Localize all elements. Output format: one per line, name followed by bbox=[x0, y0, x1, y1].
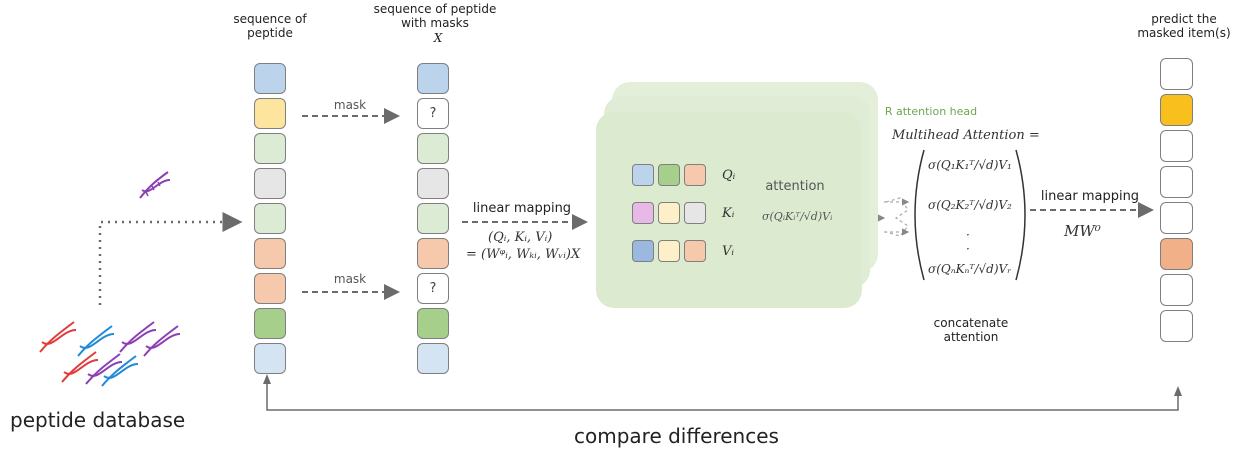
linear-mapping-label: linear mapping bbox=[472, 201, 572, 216]
k-row bbox=[632, 202, 706, 224]
left-column-title: sequence of peptide bbox=[233, 12, 307, 40]
mid-column-title: sequence of peptide with masks bbox=[373, 2, 497, 30]
sequence-token bbox=[417, 168, 449, 199]
qkv-formula-line1: (Qᵢ, Kᵢ, Vᵢ) bbox=[488, 230, 553, 245]
compare-loop bbox=[266, 382, 1179, 411]
output-token bbox=[1160, 94, 1193, 126]
dna-icon bbox=[139, 171, 171, 199]
output-token bbox=[1160, 202, 1193, 234]
q-row bbox=[632, 164, 706, 186]
sequence-token bbox=[417, 343, 449, 374]
sequence-token bbox=[417, 63, 449, 94]
output-linear-label: linear mapping bbox=[1040, 189, 1140, 204]
output-title: predict the masked item(s) bbox=[1137, 12, 1231, 40]
peptide-token bbox=[254, 133, 286, 164]
k-token bbox=[684, 202, 706, 224]
peptide-token bbox=[254, 168, 286, 199]
mask-label-bottom: mask bbox=[333, 272, 367, 286]
output-token bbox=[1160, 166, 1193, 198]
k-token bbox=[632, 202, 654, 224]
attention-formula: σ(QᵢKᵢᵀ/√d)Vᵢ bbox=[762, 210, 833, 223]
attention-head-label: R attention head bbox=[884, 105, 978, 118]
output-token bbox=[1160, 130, 1193, 162]
multihead-dots: ·· bbox=[966, 228, 970, 256]
masked-token: ? bbox=[417, 98, 449, 129]
mid-column-var: X bbox=[433, 31, 443, 45]
v-label: Vᵢ bbox=[722, 244, 735, 259]
q-token bbox=[684, 164, 706, 186]
dna-cluster-icon bbox=[39, 321, 181, 387]
peptide-token bbox=[254, 343, 286, 374]
peptide-token bbox=[254, 63, 286, 94]
prediction-column bbox=[1160, 58, 1193, 342]
v-token bbox=[658, 240, 680, 262]
peptide-token bbox=[254, 273, 286, 304]
sequence-token bbox=[417, 308, 449, 339]
output-token bbox=[1160, 58, 1193, 90]
output-token bbox=[1160, 274, 1193, 306]
multihead-row1: σ(Q₁K₁ᵀ/√d)V₁ bbox=[928, 158, 1012, 172]
database-arrow bbox=[98, 212, 243, 305]
peptide-token bbox=[254, 308, 286, 339]
sequence-token bbox=[417, 203, 449, 234]
k-label: Kᵢ bbox=[722, 206, 735, 221]
v-token bbox=[632, 240, 654, 262]
peptide-sequence-column bbox=[254, 63, 286, 374]
qkv-formula-line2: = (Wᵠᵢ, Wₖᵢ, Wᵥᵢ)X bbox=[466, 247, 581, 262]
mask-label-top: mask bbox=[333, 98, 367, 112]
k-token bbox=[658, 202, 680, 224]
output-token bbox=[1160, 310, 1193, 342]
compare-label: compare differences bbox=[574, 424, 779, 448]
masked-sequence-column: ?? bbox=[417, 63, 449, 374]
database-label: peptide database bbox=[10, 408, 186, 432]
output-token bbox=[1160, 238, 1193, 270]
attention-label: attention bbox=[765, 179, 825, 194]
peptide-token bbox=[254, 238, 286, 269]
sequence-token bbox=[417, 133, 449, 164]
v-row bbox=[632, 240, 706, 262]
multihead-title: Multihead Attention = bbox=[892, 128, 1040, 143]
masked-token: ? bbox=[417, 273, 449, 304]
multihead-rowN: σ(QₙKₙᵀ/√d)Vᵣ bbox=[928, 262, 1012, 276]
multihead-row2: σ(Q₂K₂ᵀ/√d)V₂ bbox=[928, 198, 1012, 212]
mw-label: MW⁰ bbox=[1064, 222, 1101, 240]
q-label: Qᵢ bbox=[722, 168, 736, 183]
v-token bbox=[684, 240, 706, 262]
peptide-token bbox=[254, 203, 286, 234]
q-token bbox=[632, 164, 654, 186]
peptide-token bbox=[254, 98, 286, 129]
sequence-token bbox=[417, 238, 449, 269]
concatenate-label: concatenate attention bbox=[933, 316, 1009, 344]
q-token bbox=[658, 164, 680, 186]
